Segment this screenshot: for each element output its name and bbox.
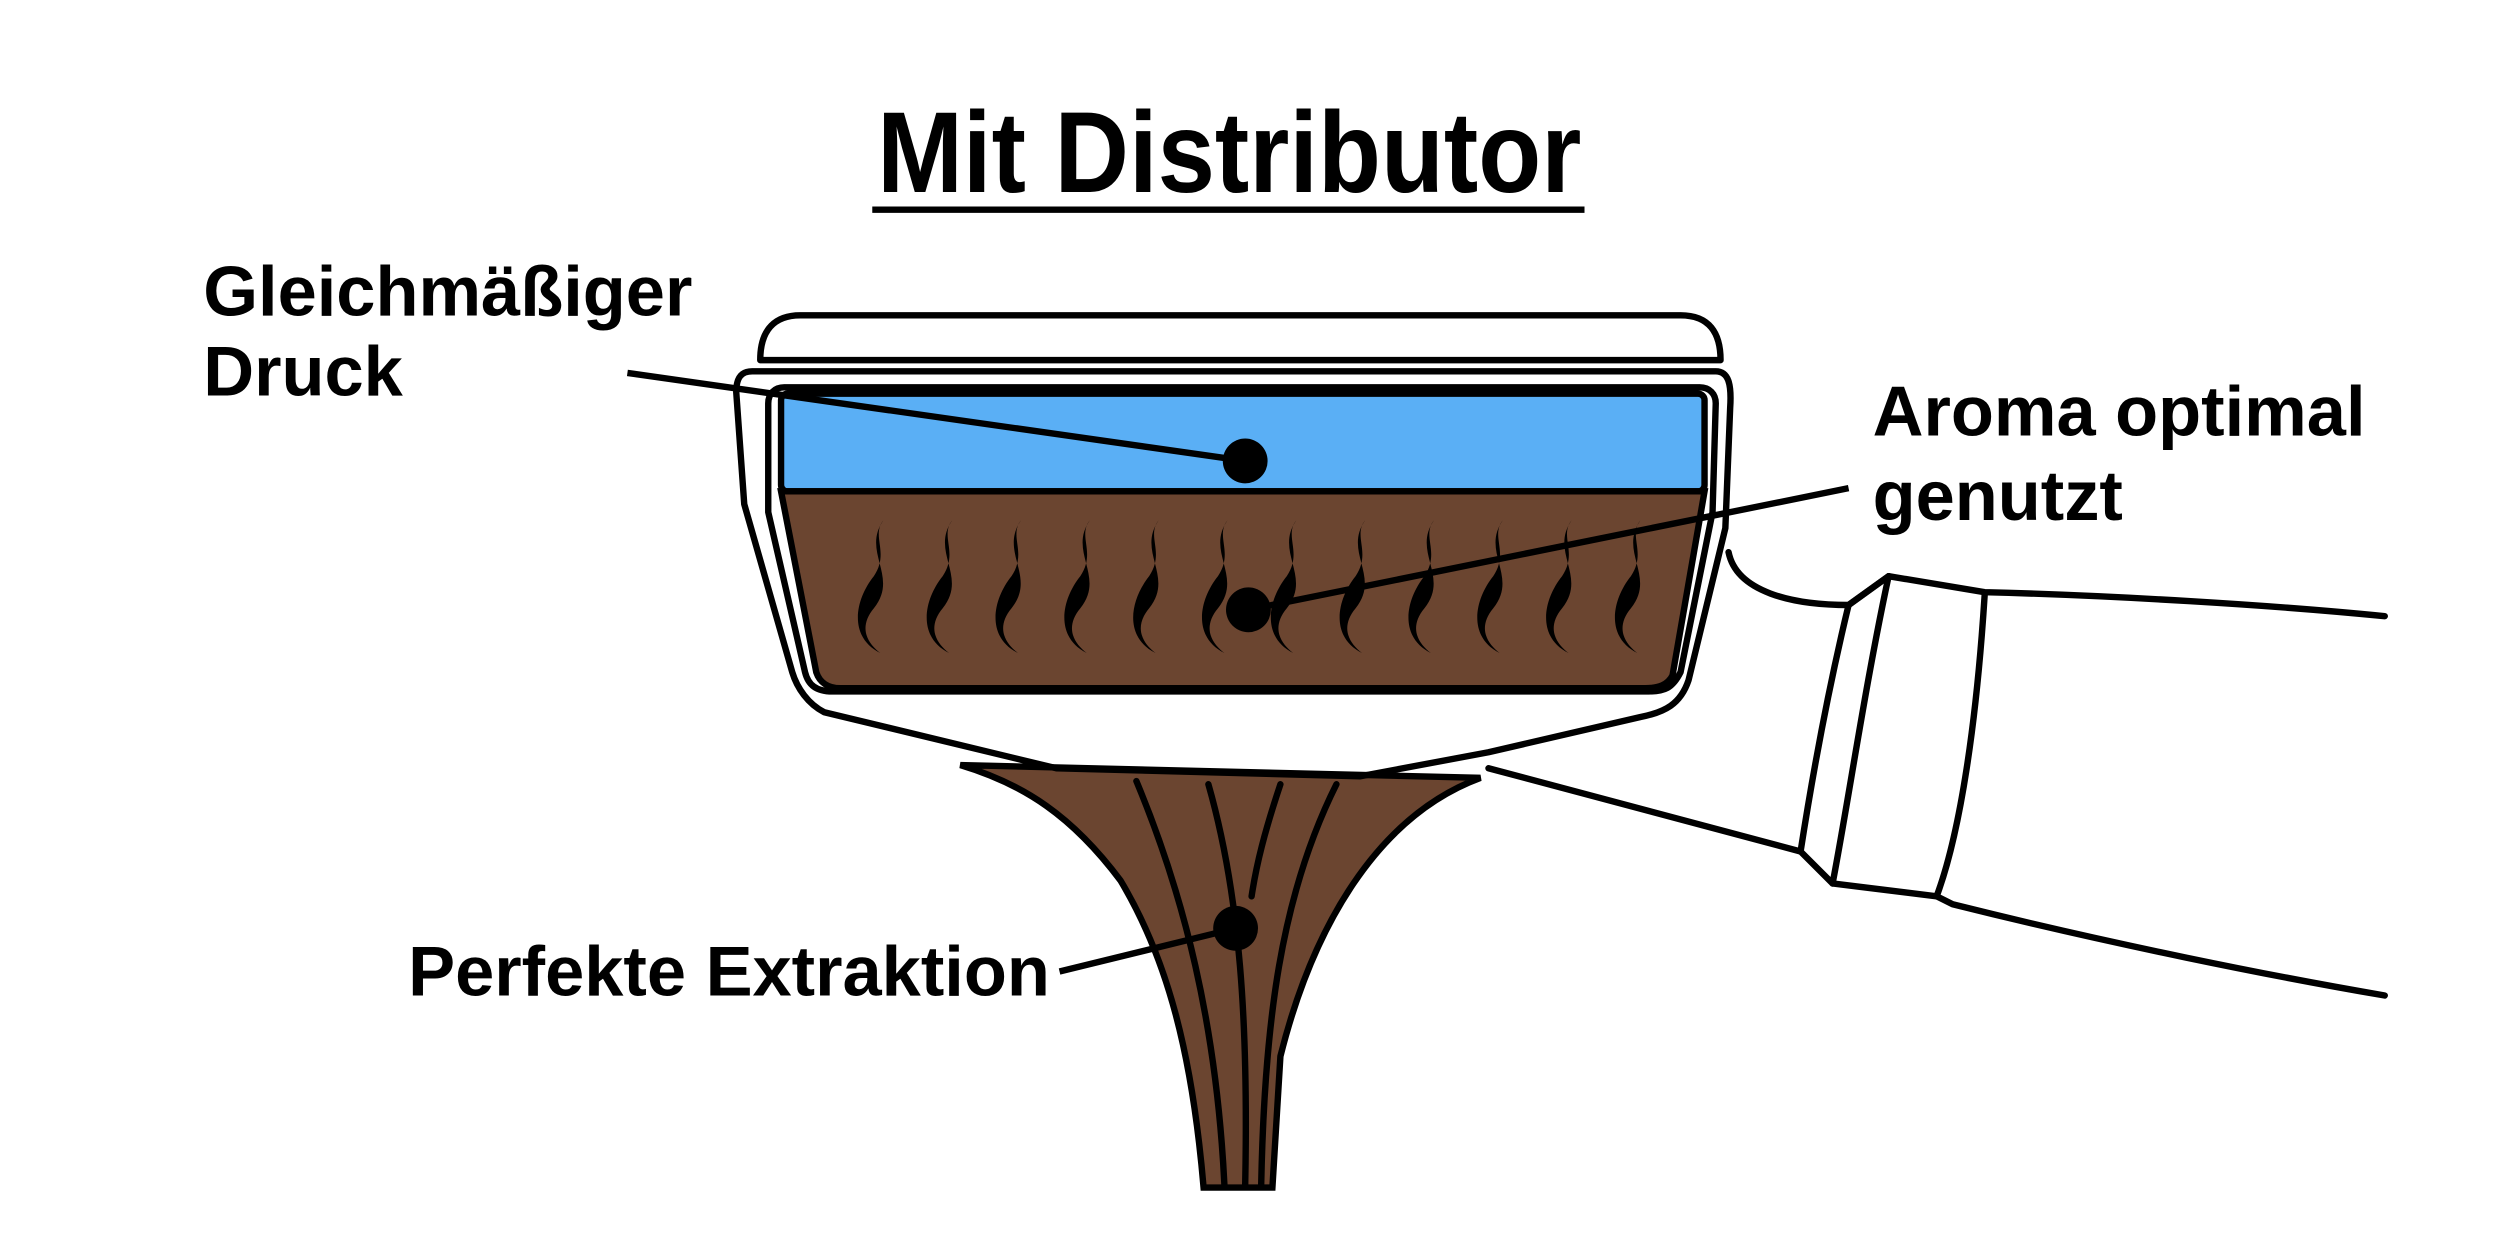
label-aroma-line1: Aroma optimal bbox=[1873, 371, 2366, 450]
portafilter-handle bbox=[1485, 548, 2388, 999]
stream-lines bbox=[1133, 777, 1340, 1188]
label-pressure-line1: Gleichmäßiger bbox=[203, 251, 692, 330]
aroma-swirl bbox=[926, 520, 953, 654]
coffee-stream bbox=[959, 761, 1482, 1191]
aroma-swirl bbox=[1133, 520, 1159, 654]
label-extraction: Perfekte Extraktion bbox=[408, 932, 1050, 1011]
label-pressure-line2: Druck bbox=[203, 331, 403, 410]
callout-dot-pressure bbox=[1222, 438, 1268, 484]
callouts bbox=[626, 369, 1850, 975]
aroma-swirl bbox=[857, 520, 884, 654]
aroma-swirl bbox=[1064, 520, 1090, 654]
aroma-swirl bbox=[1614, 520, 1641, 654]
aroma-swirl bbox=[1408, 520, 1435, 654]
callout-dot-extraction bbox=[1213, 905, 1259, 951]
aroma-swirl bbox=[1477, 520, 1503, 654]
label-aroma-line2: genutzt bbox=[1873, 456, 2123, 535]
aroma-swirl bbox=[1201, 520, 1228, 654]
aroma-swirl bbox=[1270, 520, 1297, 654]
aroma-swirl bbox=[1546, 520, 1572, 654]
diagram-title: Mit Distributor bbox=[877, 89, 1581, 217]
portafilter-basket bbox=[733, 312, 1734, 780]
aroma-swirl bbox=[995, 520, 1022, 654]
callout-dot-aroma bbox=[1225, 587, 1271, 633]
